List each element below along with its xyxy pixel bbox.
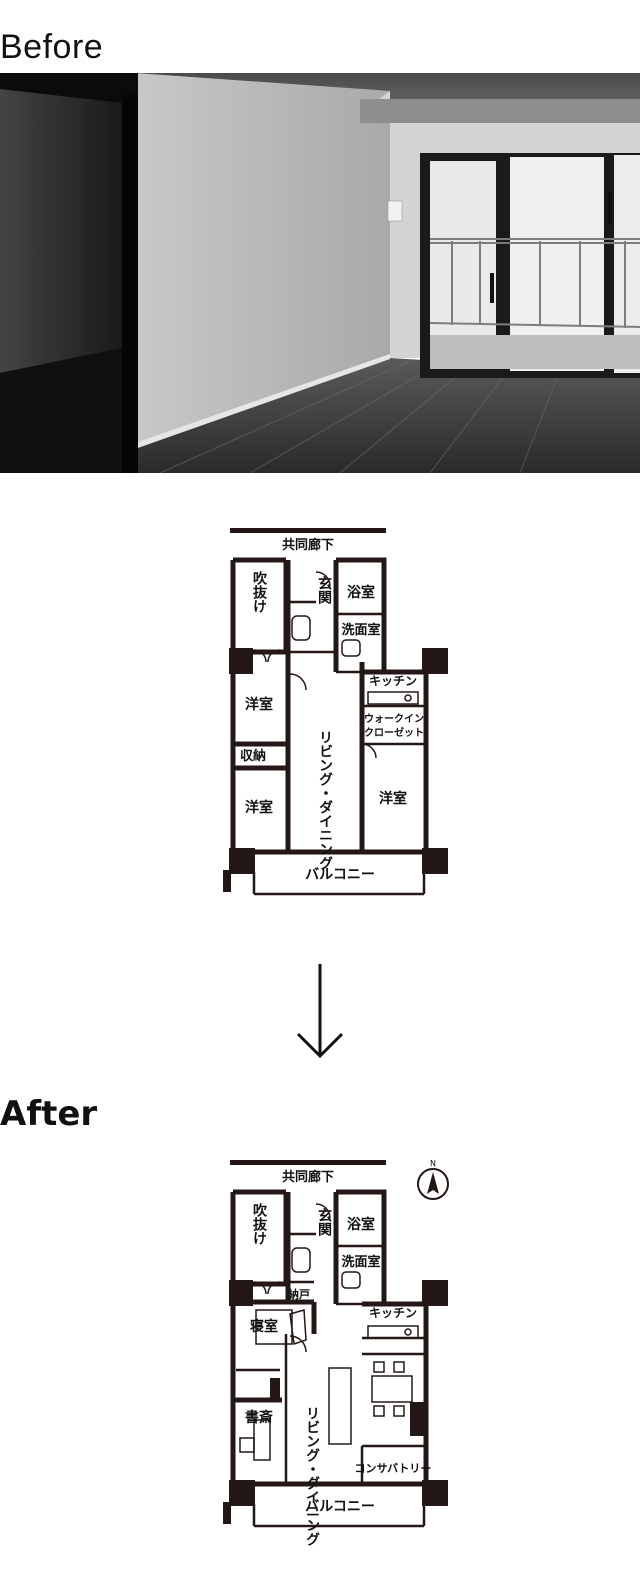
- photo-balcony-railing: [429, 238, 640, 328]
- label-entrance: 玄関: [316, 1207, 332, 1237]
- label-living-dining: リビング・ダイニング: [317, 730, 333, 870]
- photo-door-handle: [490, 273, 494, 303]
- label-living-dining: リビング・ダイニング: [304, 1406, 320, 1546]
- photo-ceiling-beam: [360, 99, 640, 123]
- photo-adjacent-room: [0, 89, 122, 373]
- label-western-room-top: 洋室: [245, 696, 273, 713]
- label-western-room-bottom: 洋室: [245, 799, 273, 816]
- photo-balcony-floor: [430, 335, 640, 369]
- photo-door-handle-right: [608, 193, 612, 223]
- label-bath: 浴室: [347, 584, 375, 601]
- label-entrance: 玄関: [316, 575, 332, 605]
- label-kitchen: キッチン: [369, 1306, 417, 1320]
- plan-pillars: [223, 1280, 448, 1524]
- room-photo: [0, 73, 640, 473]
- plan-fixtures: [253, 571, 419, 759]
- plan-furniture: [239, 1203, 419, 1461]
- photo-side-wall: [135, 73, 390, 448]
- label-bedroom: 寝室: [250, 1318, 278, 1335]
- floor-plan-after: 共同廊下 N: [223, 1159, 449, 1546]
- label-walk-in-closet-2: クローゼット: [364, 726, 424, 739]
- label-conservatory: コンサバトリー: [355, 1462, 432, 1475]
- corridor-bar: [230, 528, 386, 533]
- label-balcony: バルコニー: [305, 1499, 375, 1515]
- label-walk-in-closet-1: ウォークイン: [364, 713, 424, 725]
- plan-wall-details: [252, 600, 426, 896]
- label-stairwell: 吹抜け: [251, 570, 267, 613]
- down-arrow-icon: [296, 964, 344, 1059]
- floor-plan-before: 共同廊下: [223, 528, 448, 896]
- label-western-room-right: 洋室: [379, 790, 407, 807]
- north-compass-icon: [417, 1168, 449, 1200]
- after-heading: After: [0, 1094, 98, 1134]
- label-corridor: 共同廊下: [282, 537, 334, 553]
- label-washroom: 洗面室: [341, 622, 380, 638]
- label-kitchen: キッチン: [369, 674, 417, 688]
- label-bath: 浴室: [347, 1216, 375, 1233]
- corridor-bar: [230, 1160, 386, 1165]
- photo-door-frame: [122, 95, 138, 473]
- photo-baseboard: [135, 354, 390, 449]
- label-corridor: 共同廊下: [282, 1169, 334, 1185]
- photo-floor: [0, 358, 640, 473]
- photo-adjacent-floor: [0, 348, 122, 473]
- photo-window-pane-1: [430, 161, 496, 369]
- label-study: 書斎: [245, 1409, 273, 1426]
- label-washroom: 洗面室: [341, 1254, 380, 1270]
- label-closet: 納戸: [288, 1287, 310, 1301]
- plan-pillars: [223, 648, 448, 892]
- label-balcony: バルコニー: [305, 867, 375, 883]
- photo-switch-panel: [387, 200, 403, 222]
- label-compass: N: [430, 1159, 436, 1168]
- before-heading: Before: [0, 28, 104, 66]
- label-stairwell: 吹抜け: [251, 1202, 267, 1245]
- label-storage: 収納: [240, 748, 266, 764]
